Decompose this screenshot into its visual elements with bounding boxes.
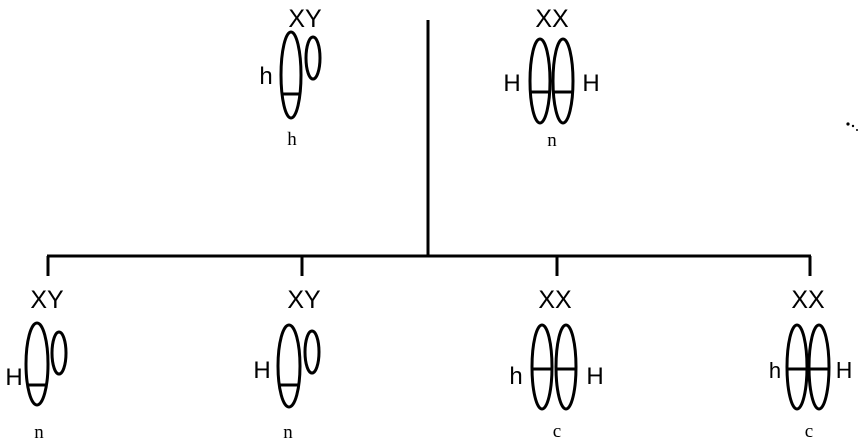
son-1-phenotype: n [34,422,44,443]
x-chromosome-left [528,37,552,125]
son-2-x-allele: H [253,357,270,384]
mother-left-allele: H [503,70,520,97]
child-son-1: XY H n [5,286,68,443]
x-chromosome-right [554,323,578,411]
father-individual: XY h h [259,5,322,150]
daughter-1-sex-label: XX [538,286,572,314]
son-1-x-allele: H [5,364,22,391]
mother-right-allele: H [582,70,599,97]
scan-speck [846,122,858,131]
mother-phenotype: n [547,130,557,151]
daughter-2-sex-label: XX [791,286,825,314]
y-chromosome [304,35,322,81]
x-chromosome [276,323,302,409]
daughter-1-right-allele: H [586,363,603,390]
y-chromosome [50,330,68,376]
daughter-1-left-allele: h [509,363,522,390]
child-son-2: XY H n [253,286,321,443]
pedigree-lines [46,20,812,276]
daughter-2-right-allele: H [836,357,853,383]
child-daughter-2: XX h H c [769,286,852,442]
son-2-phenotype: n [283,422,293,443]
mother-sex-label: XX [535,5,569,33]
daughter-1-phenotype: c [553,421,561,442]
x-chromosome-right [551,37,575,125]
son-2-sex-label: XY [287,286,321,314]
child-daughter-1: XX h H c [509,286,603,442]
son-1-sex-label: XY [30,286,64,314]
father-sex-label: XY [288,5,322,33]
x-chromosome-right [807,323,831,411]
x-chromosome [279,30,303,120]
daughter-2-phenotype: c [805,421,813,442]
mother-individual: XX H H n [503,5,599,151]
father-x-allele: h [259,63,272,90]
daughter-2-left-allele: h [769,358,781,383]
father-phenotype: h [287,129,297,150]
x-chromosome [24,321,50,407]
x-chromosome-left [530,323,554,411]
x-chromosome-left [785,323,809,411]
y-chromosome [303,329,321,375]
